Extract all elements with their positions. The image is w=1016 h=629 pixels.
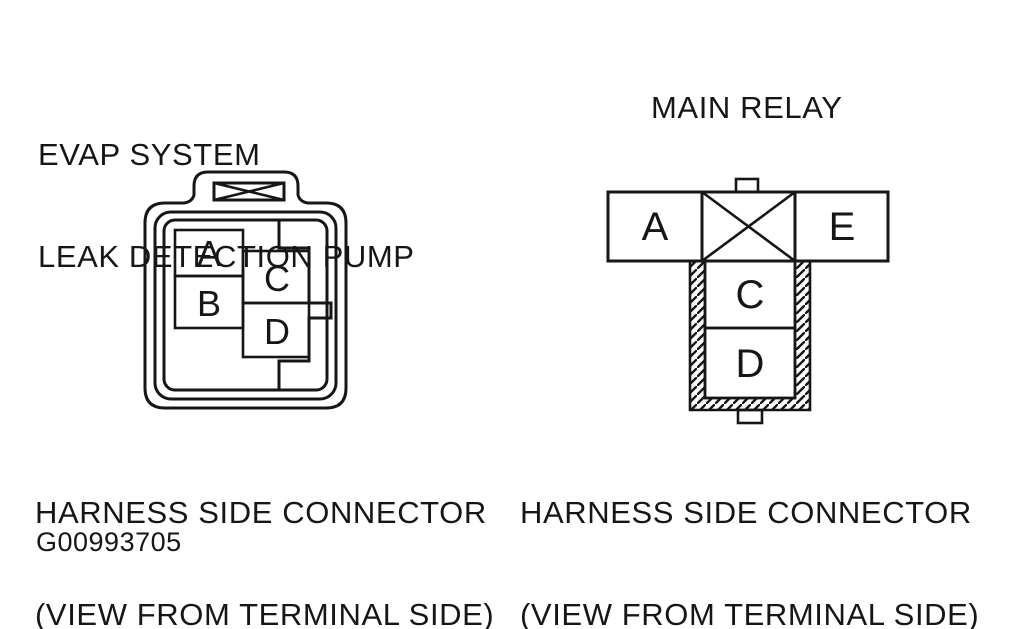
connector-inner-ring: [162, 218, 329, 392]
terminal-label-e: E: [829, 205, 856, 249]
terminal-cell-d: [241, 301, 311, 359]
connector-middle-ring: [153, 210, 338, 401]
left-title-line2: LEAK DETECTION PUMP: [38, 239, 415, 274]
right-caption-line1: HARNESS SIDE CONNECTOR: [520, 495, 972, 530]
right-connector-caption: HARNESS SIDE CONNECTOR (VIEW FROM TERMIN…: [520, 428, 979, 629]
left-connector-title: EVAP SYSTEM LEAK DETECTION PUMP: [38, 70, 415, 342]
figure-id: G00993705: [36, 527, 182, 557]
terminal-cavity-contour: [277, 220, 333, 390]
terminal-label-b: B: [197, 283, 221, 324]
connector-outer-shell: [143, 170, 348, 410]
right-caption-line2: (VIEW FROM TERMINAL SIDE): [520, 597, 980, 629]
evap-pump-connector-diagram: A B C D: [143, 170, 348, 410]
terminal-label-d: D: [264, 311, 290, 352]
main-relay-connector-diagram: A E C D: [606, 177, 890, 425]
terminal-label-a: A: [642, 205, 669, 249]
terminal-label-c: C: [264, 258, 290, 299]
left-caption-line2: (VIEW FROM TERMINAL SIDE): [35, 597, 495, 629]
left-caption-line1: HARNESS SIDE CONNECTOR: [35, 495, 487, 530]
right-connector-title: MAIN RELAY: [651, 90, 843, 125]
keying-x-box: [212, 181, 286, 202]
left-title-line1: EVAP SYSTEM: [38, 137, 261, 172]
keying-x-icon: [213, 181, 285, 202]
top-mounting-tab: [734, 177, 760, 194]
terminal-label-c: C: [736, 273, 765, 317]
terminal-label-d: D: [736, 342, 765, 386]
keying-x-icon: [701, 190, 796, 263]
terminal-label-a: A: [197, 233, 221, 274]
bottom-mounting-tab: [736, 408, 764, 425]
terminal-cell-d: [703, 326, 797, 400]
left-connector-caption: HARNESS SIDE CONNECTOR (VIEW FROM TERMIN…: [35, 428, 494, 629]
